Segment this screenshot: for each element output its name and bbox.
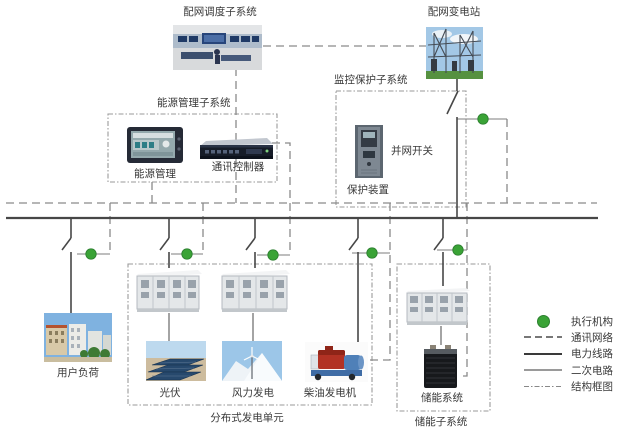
storage-switchgear-cabinet-photo (403, 286, 470, 326)
actuator-dot (267, 249, 279, 261)
legend-row-actuator: 执行机构 (522, 313, 613, 329)
thin-solid-line-icon (522, 369, 564, 371)
actuator-dot (85, 248, 97, 260)
actuator-dot (366, 247, 378, 259)
user-load-feeder (61, 218, 72, 313)
energy-management-device-photo (127, 127, 183, 163)
protection-device-label: 保护装置 (347, 184, 389, 196)
wind-switchgear-cabinet-photo (218, 268, 290, 313)
legend-row-comm-network: 通讯网络 (522, 329, 613, 345)
wind-power-label: 风力发电 (232, 387, 274, 399)
protection-device-photo (355, 125, 383, 178)
monitoring-protection-subsystem-label: 监控保护子系统 (334, 74, 408, 86)
communication-controller-label: 通讯控制器 (211, 161, 265, 173)
distributed-generation-unit-box (127, 263, 373, 406)
legend-row-power-line: 电力线路 (522, 346, 613, 362)
legend-label: 通讯网络 (571, 331, 613, 344)
substation-label: 配网变电站 (427, 6, 481, 18)
dashed-line-icon (522, 336, 564, 339)
legend: 执行机构 通讯网络 电力线路 二次电路 结构框图 (522, 313, 613, 394)
actuator-dots (85, 113, 489, 261)
substation-feeder (446, 79, 459, 218)
legend-label: 结构框图 (571, 380, 613, 393)
legend-label: 执行机构 (571, 315, 613, 328)
dispatch-subsystem-label: 配网调度子系统 (183, 6, 257, 18)
diesel-generator-label: 柴油发电机 (303, 387, 357, 399)
battery-photo (424, 345, 457, 388)
pv-switchgear-cabinet-photo (133, 268, 202, 313)
power-lines (6, 79, 598, 345)
actuator-dot (477, 113, 489, 125)
monitoring-protection-subsystem-box (335, 90, 467, 208)
energy-management-subsystem-label: 能源管理子系统 (157, 97, 231, 109)
diesel-generator-photo (305, 342, 368, 382)
user-load-label: 用户负荷 (57, 367, 99, 379)
legend-label: 二次电路 (571, 364, 613, 377)
actuator-dot-icon (522, 314, 564, 328)
user-load-photo (44, 313, 112, 362)
photovoltaic-label: 光伏 (159, 387, 181, 399)
comm-network-lines (6, 45, 597, 377)
distributed-generation-unit-label: 分布式发电单元 (210, 412, 284, 424)
energy-management-label: 能源管理 (134, 168, 176, 180)
communication-controller-photo (200, 137, 273, 159)
wind-power-photo (222, 341, 282, 381)
pv-feeder (159, 218, 170, 268)
wind-feeder (245, 218, 256, 268)
dispatch-control-room-photo (173, 25, 262, 70)
dash-dot-line-icon (522, 385, 564, 387)
energy-management-subsystem-box (107, 113, 278, 183)
thick-solid-line-icon (522, 352, 564, 355)
comm-diesel-drop (370, 203, 391, 361)
legend-row-structure-box: 结构框图 (522, 378, 613, 394)
photovoltaic-photo (146, 341, 206, 381)
comm-battery-drop (458, 203, 468, 377)
actuator-dot (181, 248, 193, 260)
substation-photo (426, 27, 483, 79)
energy-storage-subsystem-label: 储能子系统 (414, 416, 468, 428)
grid-connection-switch-label: 并网开关 (391, 145, 433, 157)
legend-row-secondary-circuit: 二次电路 (522, 362, 613, 378)
energy-storage-system-label: 储能系统 (421, 392, 463, 404)
legend-label: 电力线路 (571, 348, 613, 361)
diesel-feeder (348, 218, 359, 342)
internal-links (168, 313, 442, 345)
storage-feeder (433, 218, 444, 286)
comm-controller-drop (272, 142, 291, 203)
actuator-dot (452, 244, 464, 256)
